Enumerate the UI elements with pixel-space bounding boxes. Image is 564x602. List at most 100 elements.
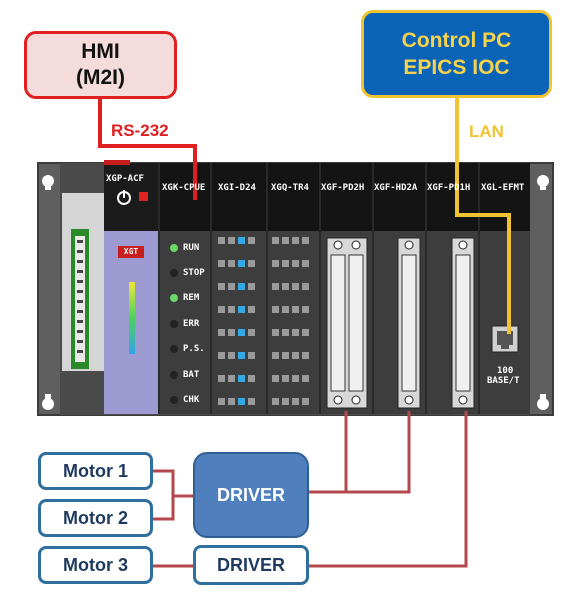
io-led [238, 260, 245, 267]
led-label-run: RUN [183, 243, 200, 253]
control-pc-node: Control PC EPICS IOC [361, 10, 552, 98]
io-led [248, 375, 255, 382]
ethernet-label-100: 100 [497, 366, 514, 376]
io-led [292, 260, 299, 267]
io-led [302, 237, 309, 244]
io-led [228, 375, 235, 382]
led-label-ps: P.S. [183, 344, 205, 354]
io-led [248, 352, 255, 359]
driver-1-node: DRIVER [193, 452, 309, 538]
motor-2-node: Motor 2 [38, 499, 153, 537]
io-led [228, 237, 235, 244]
io-led [272, 375, 279, 382]
io-led [302, 260, 309, 267]
io-led [248, 283, 255, 290]
io-led [282, 352, 289, 359]
io-led [302, 375, 309, 382]
lan-link [455, 98, 511, 334]
control-pc-subtitle: EPICS IOC [403, 56, 510, 79]
ethernet-label-baset: BASE/T [487, 376, 520, 386]
mounting-hole-right-top [537, 175, 549, 190]
io-led [218, 329, 225, 336]
io-led [218, 237, 225, 244]
hmi-node: HMI (M2I) [24, 31, 177, 99]
io-led [302, 352, 309, 359]
motor-3-node: Motor 3 [38, 546, 153, 584]
io-led [282, 260, 289, 267]
io-led [272, 283, 279, 290]
io-led [228, 283, 235, 290]
mounting-hole-left-bottom [42, 394, 54, 410]
led-label-err: ERR [183, 319, 200, 329]
module-title-xgq-tr4: XGQ-TR4 [271, 183, 309, 193]
mounting-hole-right-bottom [537, 394, 549, 410]
io-led [282, 375, 289, 382]
cpu-module [160, 231, 210, 414]
cpu-brand-logo: XGT [123, 247, 139, 256]
io-led [282, 329, 289, 336]
module-title-xgf-pd2h: XGF-PD2H [321, 183, 365, 193]
led-label-bat: BAT [183, 370, 200, 380]
io-led [292, 352, 299, 359]
module-title-xgf-pd1h: XGF-PD1H [427, 183, 471, 193]
io-led [292, 237, 299, 244]
module-title-xgf-hd2a: XGF-HD2A [374, 183, 418, 193]
module-title-xgk-cpue: XGK-CPUE [162, 183, 206, 193]
control-pc-title: Control PC [401, 29, 512, 52]
driver-2-node: DRIVER [193, 545, 309, 585]
io-led [228, 398, 235, 405]
io-led [218, 260, 225, 267]
io-led [218, 306, 225, 313]
io-led [238, 352, 245, 359]
io-led [238, 329, 245, 336]
io-led [272, 329, 279, 336]
module-title-xgi-d24: XGI-D24 [218, 183, 256, 193]
io-led [282, 237, 289, 244]
io-led [238, 306, 245, 313]
input-module [212, 231, 266, 414]
io-led [272, 260, 279, 267]
motor-1-node: Motor 1 [38, 452, 153, 490]
io-led [292, 398, 299, 405]
io-led [272, 237, 279, 244]
rs232-label: RS-232 [111, 121, 169, 140]
io-led [218, 283, 225, 290]
io-led [248, 260, 255, 267]
io-led [218, 398, 225, 405]
io-led [248, 237, 255, 244]
output-module [268, 231, 319, 414]
led-label-chk: CHK [183, 395, 200, 405]
hmi-title: HMI [81, 40, 120, 63]
io-led [302, 283, 309, 290]
mounting-hole-left-top [42, 175, 54, 190]
hmi-subtitle: (M2I) [76, 66, 125, 89]
io-led [248, 329, 255, 336]
lan-label: LAN [469, 122, 504, 141]
io-led [218, 375, 225, 382]
io-led [272, 306, 279, 313]
io-led [282, 398, 289, 405]
io-led [302, 306, 309, 313]
led-label-stop: STOP [183, 268, 205, 278]
io-led [292, 306, 299, 313]
io-led [218, 352, 225, 359]
efmt-module [480, 231, 530, 414]
io-led [238, 283, 245, 290]
io-led [228, 306, 235, 313]
io-led [292, 375, 299, 382]
io-led [228, 352, 235, 359]
io-led [282, 283, 289, 290]
module-title-xgl-efmt: XGL-EFMT [481, 183, 525, 193]
rs232-link [98, 99, 197, 200]
io-led [238, 398, 245, 405]
io-led [272, 352, 279, 359]
io-led [238, 375, 245, 382]
io-led [248, 398, 255, 405]
io-led [292, 329, 299, 336]
io-led [302, 398, 309, 405]
io-led [272, 398, 279, 405]
motor-links [153, 411, 468, 568]
io-led [228, 329, 235, 336]
module-title-xgp-acf: XGP-ACF [106, 174, 144, 184]
